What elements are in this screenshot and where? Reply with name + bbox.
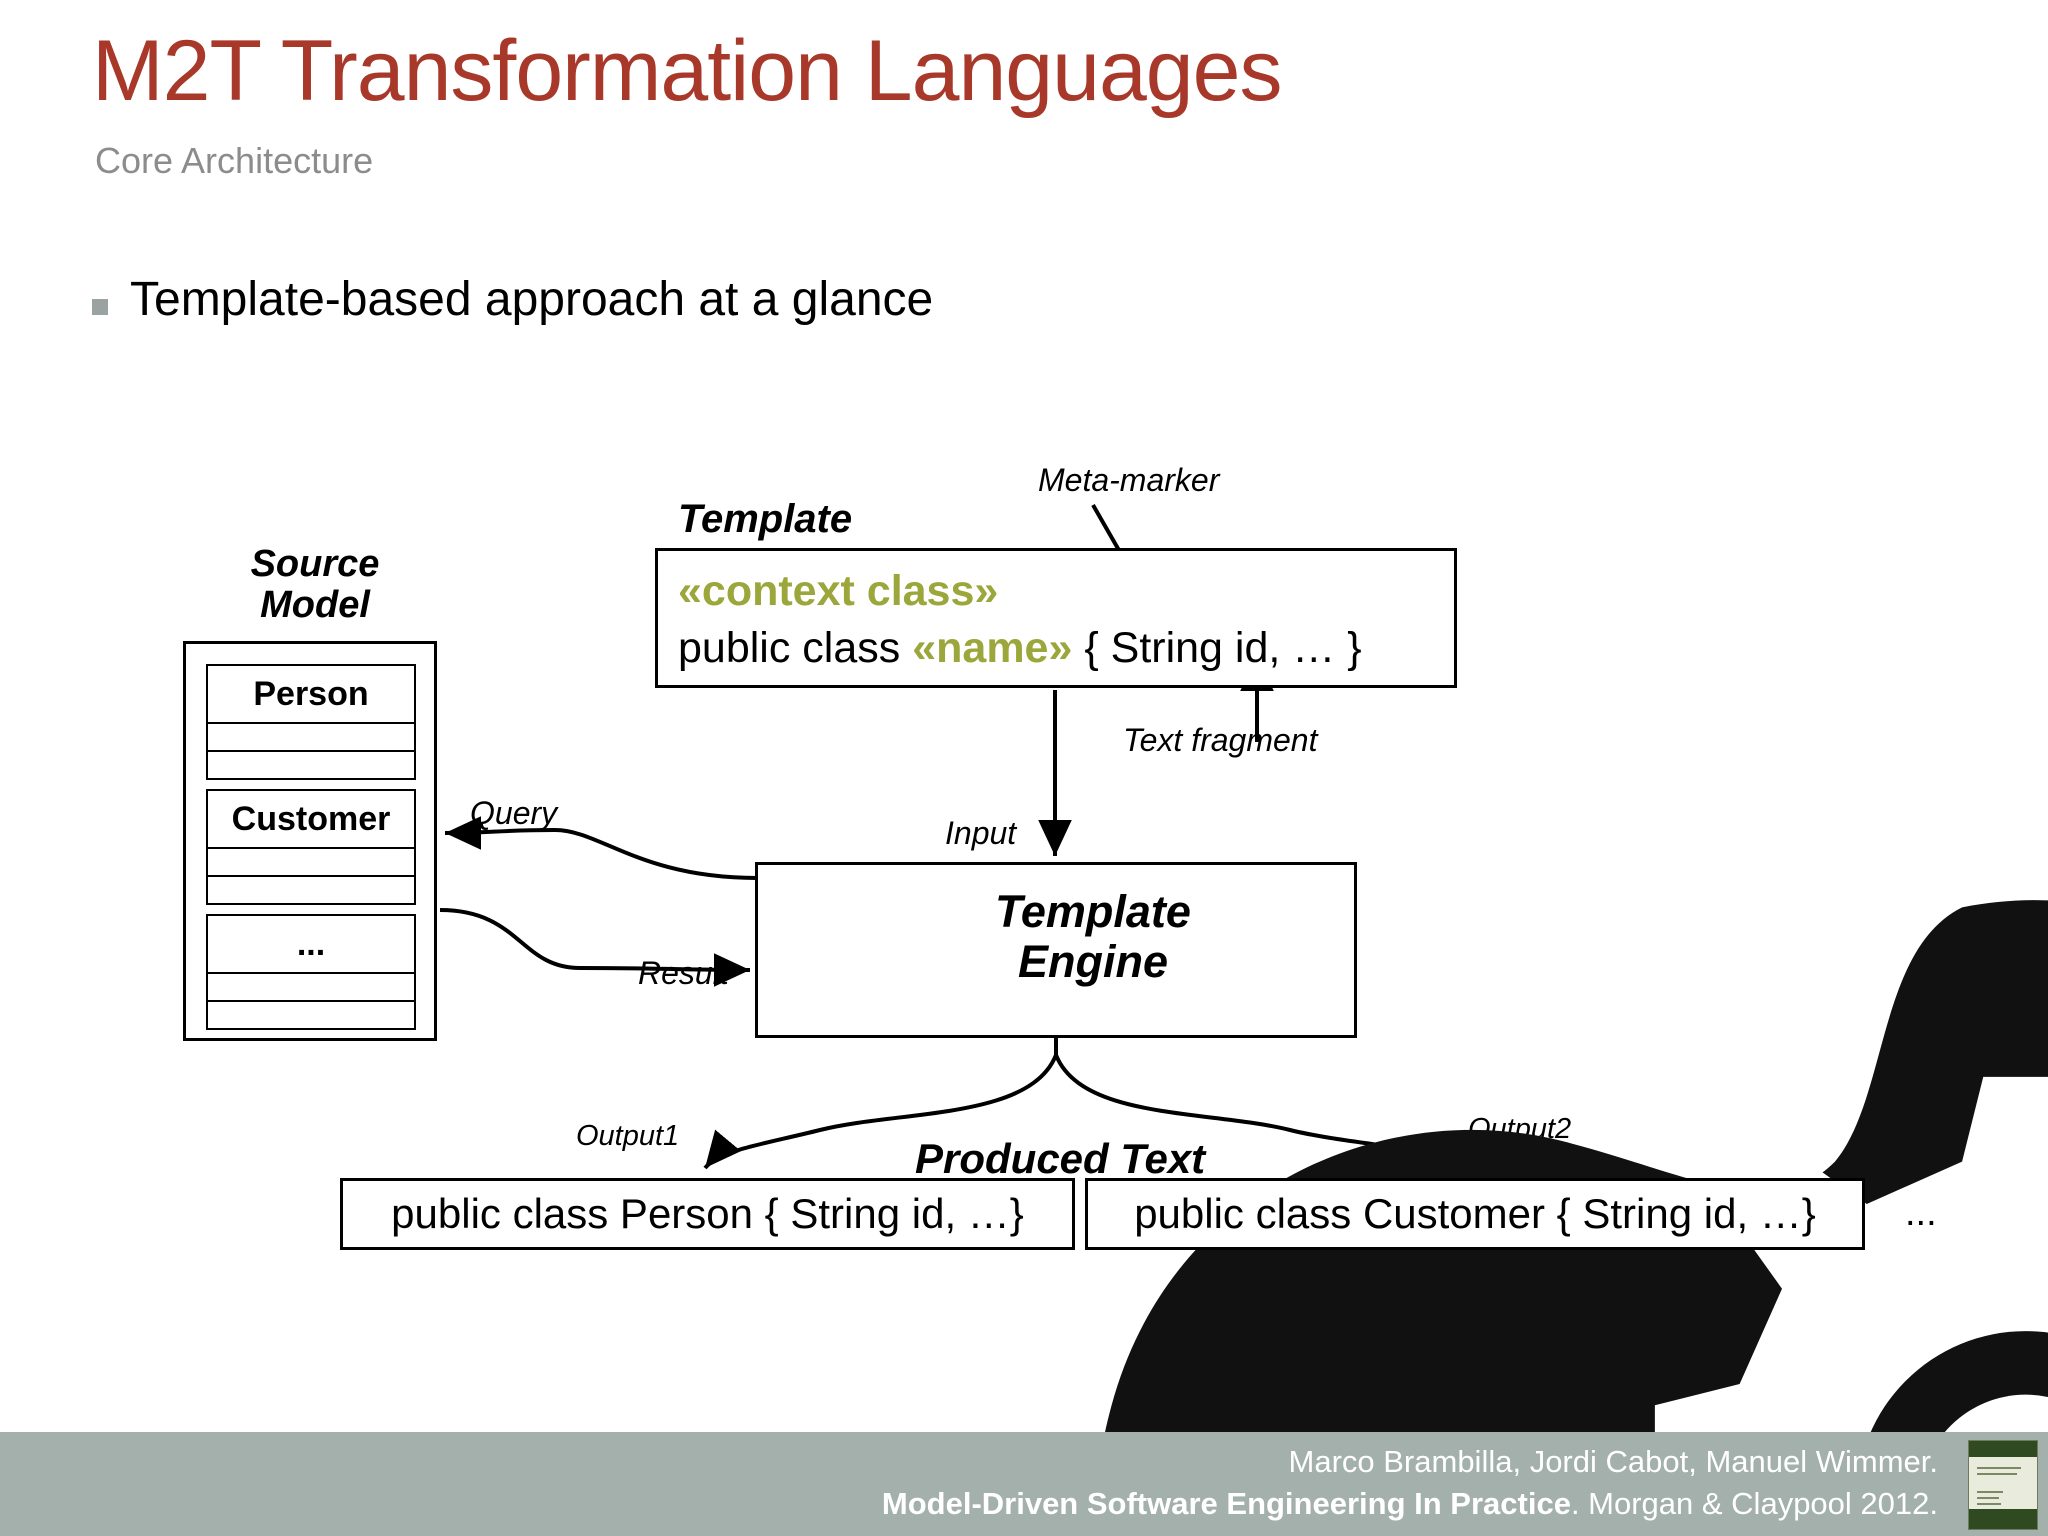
uml-class-more[interactable]: ...: [206, 914, 416, 1030]
source-model-title-line2: Model: [260, 584, 370, 627]
source-model-box: Person Customer ...: [183, 641, 437, 1041]
page-subtitle: Core Architecture: [95, 140, 374, 181]
book-cover-author-line: [1977, 1497, 1999, 1499]
bullet-square-icon: [92, 298, 108, 315]
template-text-suffix: { String id, … }: [1072, 624, 1362, 673]
uml-class-customer[interactable]: Customer: [206, 789, 416, 905]
output2-label: Output2: [1468, 1113, 1572, 1145]
uml-class-name: ...: [208, 916, 414, 974]
book-cover-title-line: [1977, 1467, 2021, 1469]
template-line-1: «context class»: [678, 563, 1454, 620]
uml-operations-compartment: [208, 877, 414, 903]
bullet-text: Template-based approach at a glance: [130, 273, 934, 326]
query-arrow: [444, 816, 758, 880]
template-engine-box[interactable]: Template Engine: [755, 862, 2048, 1536]
output-box-customer[interactable]: public class Customer { String id, …}: [1085, 1178, 1865, 1250]
footer-publisher: . Morgan & Claypool 2012.: [1570, 1486, 1938, 1522]
footer-bar: Marco Brambilla, Jordi Cabot, Manuel Wim…: [0, 1432, 2048, 1536]
template-text-prefix: public class: [678, 624, 913, 673]
result-label: Result: [638, 955, 729, 991]
book-cover-title-line: [1977, 1473, 2017, 1475]
uml-operations-compartment: [208, 1002, 414, 1028]
book-cover-thumbnail: [1968, 1440, 2038, 1530]
output-box-person[interactable]: public class Person { String id, …}: [340, 1178, 1075, 1250]
book-cover-author-line: [1977, 1503, 2001, 1505]
text-fragment-label: Text fragment: [1123, 722, 1318, 758]
template-engine-label-line2: Engine: [1017, 936, 1168, 988]
meta-marker-label: Meta-marker: [1038, 462, 1220, 498]
uml-class-name: Customer: [208, 791, 414, 849]
book-cover-top-band: [1969, 1441, 2037, 1457]
template-line-2: public class «name» { String id, … }: [678, 620, 1454, 677]
uml-class-name: Person: [208, 666, 414, 724]
meta-marker-name: «name»: [912, 624, 1073, 673]
output1-label: Output1: [576, 1120, 680, 1152]
source-model-title: Source Model: [185, 543, 445, 627]
uml-attributes-compartment: [208, 724, 414, 752]
footer-citation: Marco Brambilla, Jordi Cabot, Manuel Wim…: [882, 1442, 1938, 1525]
template-box[interactable]: «context class» public class «name» { St…: [655, 548, 1457, 688]
template-engine-label: Template Engine: [948, 886, 1238, 988]
footer-authors: Marco Brambilla, Jordi Cabot, Manuel Wim…: [1288, 1444, 1938, 1479]
template-label: Template: [678, 497, 853, 541]
produced-text-label: Produced Text: [915, 1135, 1206, 1182]
input-label: Input: [945, 815, 1017, 851]
uml-attributes-compartment: [208, 849, 414, 877]
meta-marker-context-class: «context class»: [678, 567, 999, 615]
template-engine-label-line1: Template: [995, 886, 1191, 937]
uml-class-person[interactable]: Person: [206, 664, 416, 780]
source-model-title-line1: Source: [250, 543, 380, 585]
uml-operations-compartment: [208, 752, 414, 778]
query-label: Query: [470, 795, 558, 831]
footer-book-title: Model-Driven Software Engineering In Pra…: [881, 1486, 1571, 1522]
book-cover-bottom-band: [1969, 1509, 2037, 1529]
footer-reference: Model-Driven Software Engineering In Pra…: [882, 1484, 1938, 1524]
page-title: M2T Transformation Languages: [92, 23, 1282, 119]
book-cover-author-line: [1977, 1491, 2003, 1493]
bullet-row: Template-based approach at a glance: [92, 272, 933, 327]
output-ellipsis: ...: [1905, 1192, 1937, 1234]
uml-attributes-compartment: [208, 974, 414, 1002]
